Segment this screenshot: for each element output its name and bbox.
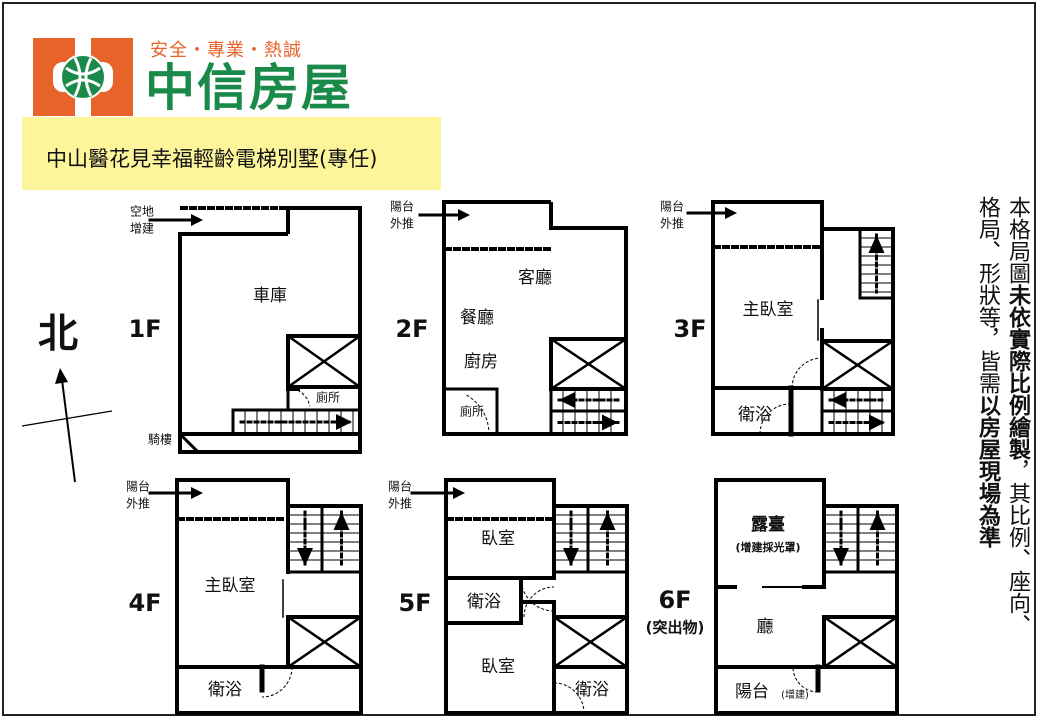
f3-balcony-label-1: 陽台 — [660, 199, 684, 214]
f6-balcony-note: (增建) — [781, 688, 809, 701]
door-swing-icon — [466, 394, 490, 431]
f3-floor-label: 3F — [673, 315, 706, 343]
arrow-right-icon — [458, 209, 470, 221]
brand-logo-icon — [33, 38, 133, 116]
stair-arrow-icon — [559, 392, 575, 408]
f4-balcony-label-2: 外推 — [126, 497, 150, 511]
stair-icon — [586, 504, 629, 574]
wall — [444, 387, 499, 434]
f2-balcony-label-1: 陽台 — [390, 199, 414, 214]
stair-icon — [320, 504, 363, 574]
elevator-cross — [822, 615, 899, 669]
note-part-3: ，其比例、座向、格局、形狀等，皆需 — [975, 196, 1030, 636]
f6-balcony-label: 陽台 — [735, 682, 769, 702]
stair-arrow-icon — [869, 512, 886, 530]
f6-hall-label: 廳 — [757, 617, 774, 637]
f5-bath2-label: 衛浴 — [575, 680, 609, 700]
brand-name: 中信房屋 — [145, 59, 353, 117]
note-part-4: 以房屋現場為準 — [975, 394, 1000, 548]
f5-bath1-label: 衛浴 — [467, 592, 501, 612]
stair-icon — [856, 504, 899, 574]
elevator-cross — [286, 615, 363, 669]
f4-balcony-label-1: 陽台 — [126, 479, 150, 494]
door-swing-icon — [792, 666, 819, 693]
f5-balcony-label-2: 外推 — [388, 497, 412, 511]
f4-master-label: 主臥室 — [205, 576, 256, 596]
stair-arrow-icon — [868, 235, 885, 253]
arrow-right-icon — [191, 214, 203, 226]
listing-title: 中山醫花見幸福輕齡電梯別墅(專任) — [46, 147, 378, 171]
wall — [179, 433, 200, 454]
elevator-cross — [286, 334, 362, 389]
elevator-cross — [552, 615, 629, 669]
stair-arrow-icon — [830, 392, 846, 408]
door-swing-icon — [553, 682, 585, 714]
wall — [521, 600, 556, 617]
wall — [446, 578, 523, 625]
stair-arrow-icon — [297, 548, 313, 566]
listing-title-bar: 中山醫花見幸福輕齡電梯別墅(專任) — [22, 117, 441, 190]
stair-arrow-icon — [563, 548, 579, 566]
f4-bath-label: 衛浴 — [208, 680, 242, 700]
f4-floor-label: 4F — [128, 589, 161, 617]
door-swing-icon — [791, 357, 823, 389]
stair-arrow-icon — [833, 548, 849, 566]
f2-balcony-label-2: 外推 — [390, 217, 414, 231]
stair-icon — [549, 409, 628, 436]
f6-terrace-label: 露臺 — [751, 514, 785, 535]
brand-slogan: 安全・專業・熱誠 — [150, 40, 302, 61]
stair-icon — [858, 227, 895, 300]
f1-arcade-label: 騎樓 — [148, 432, 172, 447]
f2-floor-label: 2F — [395, 315, 428, 343]
door-swing-icon — [759, 403, 791, 435]
arrow-right-icon — [453, 487, 465, 499]
north-arrow-icon — [21, 368, 113, 483]
disclaimer-note: 本格局圖未依實際比例繪製，其比例、座向、格局、形狀等，皆需以房屋現場為準 — [972, 196, 1032, 636]
wall-lines — [148, 200, 899, 715]
elevator-cross — [820, 339, 895, 391]
f2-toilet-label: 廁所 — [460, 404, 484, 419]
door-swing-icon — [261, 666, 293, 698]
f2-kitchen-label: 廚房 — [464, 351, 498, 372]
f1-ext-label-1: 空地 — [130, 205, 154, 219]
f6-floor-label: 6F — [658, 586, 691, 614]
f2-living-label: 客廳 — [518, 268, 552, 288]
arrow-right-icon — [191, 487, 203, 499]
f5-balcony-label-1: 陽台 — [388, 479, 412, 494]
f1-garage-label: 車庫 — [253, 286, 287, 306]
f5-bedroom2-label: 臥室 — [481, 657, 515, 677]
f6-terrace-note: (增建採光罩) — [735, 540, 800, 554]
stair-arrow-icon — [333, 512, 350, 530]
f6-sublabel: (突出物) — [646, 619, 705, 637]
door-swing-icon — [287, 387, 311, 407]
f1-ext-label-2: 增建 — [130, 222, 154, 236]
f5-floor-label: 5F — [398, 589, 431, 617]
door-swing-icon — [523, 586, 555, 618]
f2-dining-label: 餐廳 — [460, 308, 494, 328]
note-part-2: 未依實際比例繪製 — [1005, 284, 1030, 460]
stair-arrow-icon — [599, 512, 616, 530]
f3-bath-label: 衛浴 — [738, 405, 772, 425]
f1-toilet-label: 廁所 — [316, 390, 340, 405]
note-part-1: 本格局圖 — [1005, 196, 1030, 284]
arrow-right-icon — [725, 207, 737, 219]
stair-arrow-icon — [336, 414, 352, 430]
f5-bedroom1-label: 臥室 — [481, 529, 515, 549]
stair-arrow-icon — [869, 414, 885, 431]
f3-balcony-label-2: 外推 — [660, 217, 684, 231]
elevator-cross — [549, 337, 628, 391]
compass-north-label: 北 — [38, 311, 78, 357]
stair-arrow-icon — [602, 414, 618, 431]
f1-floor-label: 1F — [128, 315, 161, 343]
f3-master-label: 主臥室 — [743, 300, 794, 320]
wall — [178, 206, 362, 454]
door-swing-icon — [520, 577, 555, 612]
